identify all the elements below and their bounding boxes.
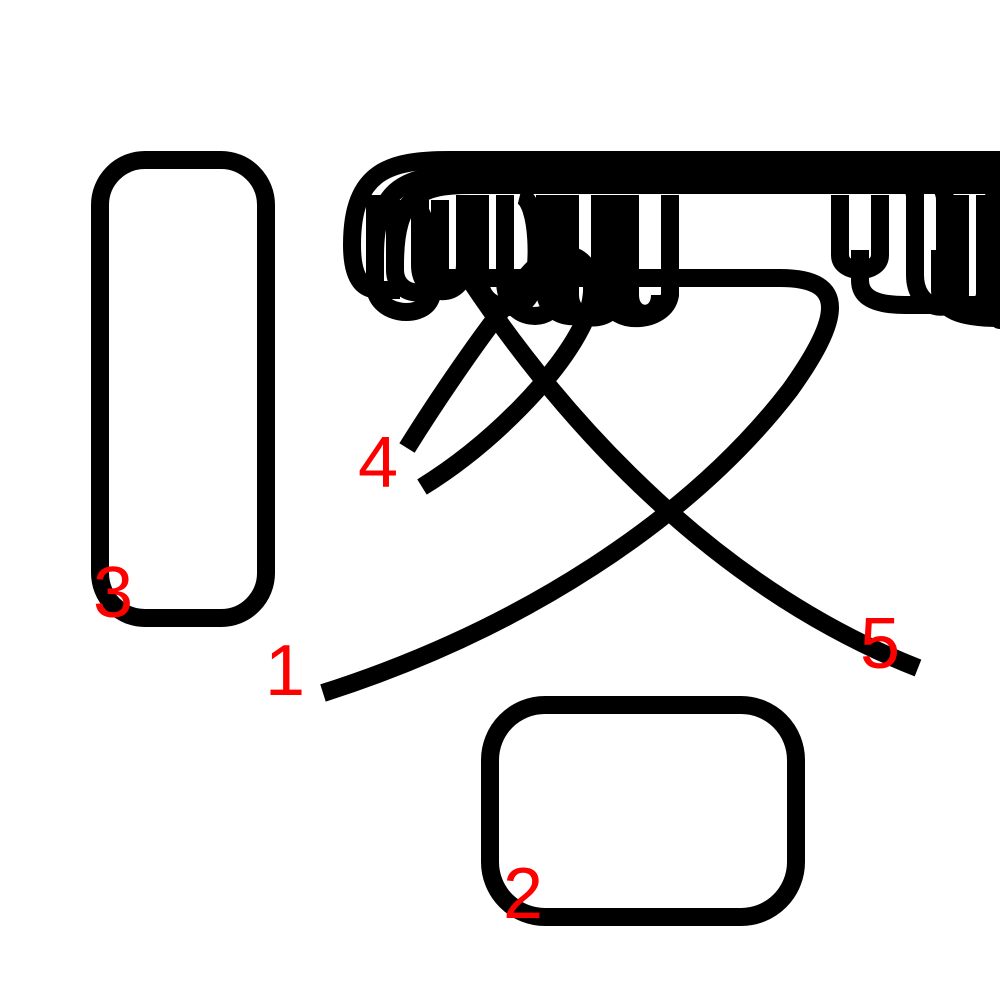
stroke-3-tall-rect bbox=[91, 151, 275, 627]
stroke-5-diagonal bbox=[462, 275, 922, 677]
scribble-bottom bbox=[851, 250, 1000, 314]
stroke-2-bottom-rect bbox=[481, 696, 805, 926]
stroke-label-1: 1 bbox=[265, 631, 305, 711]
scribble-top-bar bbox=[343, 151, 1000, 246]
scribble-loop bbox=[621, 195, 669, 323]
stroke-4-lower-hook bbox=[417, 246, 602, 495]
stroke-label-3: 3 bbox=[93, 553, 133, 633]
scribble-bottom bbox=[931, 250, 1000, 327]
stroke-label-4: 4 bbox=[358, 423, 398, 503]
scribble-band bbox=[343, 151, 1000, 329]
stroke-label-2: 2 bbox=[503, 854, 543, 934]
stroke-1-sweep bbox=[320, 269, 839, 702]
stroke-label-5: 5 bbox=[860, 604, 900, 684]
